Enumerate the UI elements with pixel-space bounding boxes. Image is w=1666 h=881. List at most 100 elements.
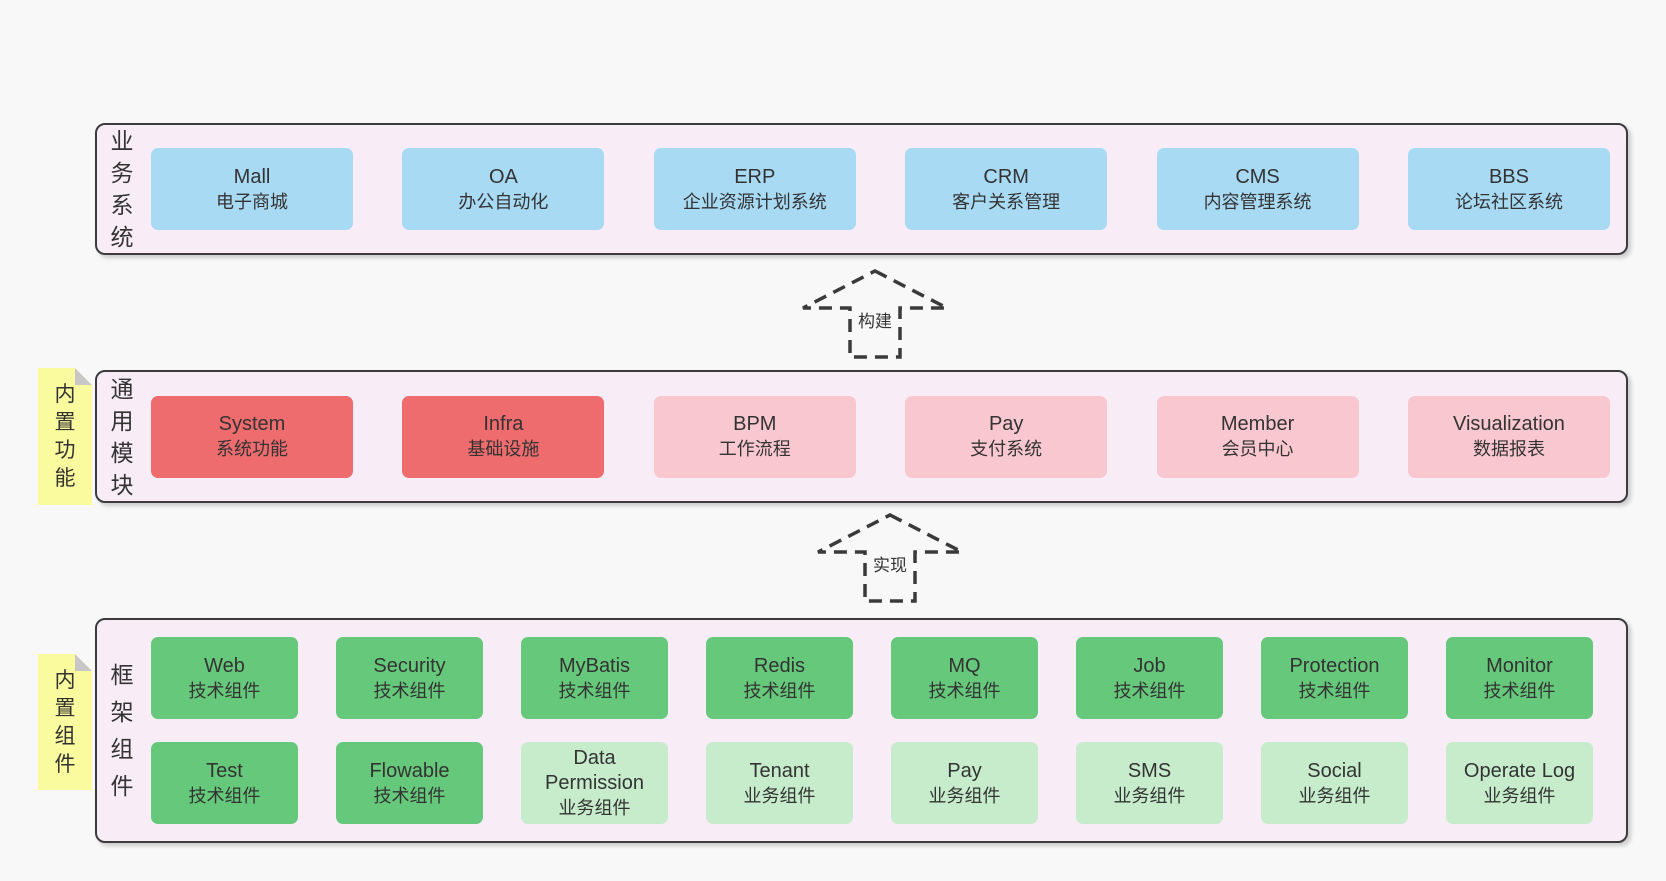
- sticky-label: 内置组件: [54, 669, 76, 776]
- box-job: Job 技术组件: [1076, 637, 1223, 719]
- box-monitor: Monitor 技术组件: [1446, 637, 1593, 719]
- box-pay: Pay 支付系统: [905, 395, 1108, 478]
- dashed-up-arrow-icon: [817, 513, 963, 603]
- sticky-note-built-in-features: 内置功能: [38, 368, 92, 505]
- box-title: SMS: [1127, 759, 1172, 782]
- box-subtitle: 会员中心: [1221, 439, 1294, 459]
- box-subtitle: 业务组件: [1113, 785, 1186, 806]
- box-bpm: BPM 工作流程: [653, 395, 856, 478]
- box-title: Security: [373, 654, 446, 677]
- box-title: Redis: [753, 654, 806, 677]
- arrow-build: 构建: [800, 268, 950, 360]
- box-title: MQ: [948, 654, 981, 677]
- business-systems-boxes: Mall 电子商城 OA 办公自动化 ERP 企业资源计划系统 CRM 客户关系…: [139, 125, 1626, 253]
- sticky-note-built-in-components: 内置组件: [38, 654, 92, 790]
- box-cms: CMS 内容管理系统: [1156, 148, 1359, 230]
- box-tenant: Tenant 业务组件: [706, 742, 853, 824]
- box-title: BBS: [1488, 165, 1529, 188]
- box-subtitle: 技术组件: [743, 680, 816, 701]
- box-title: Test: [206, 759, 243, 782]
- sticky-label: 内置功能: [54, 383, 76, 490]
- box-test: Test 技术组件: [151, 742, 298, 824]
- box-erp: ERP 企业资源计划系统: [653, 148, 856, 230]
- box-title: Flowable: [369, 759, 450, 782]
- box-subtitle: 技术组件: [558, 680, 631, 701]
- box-visualization: Visualization 数据报表: [1407, 395, 1610, 478]
- box-redis: Redis 技术组件: [706, 637, 853, 719]
- box-crm: CRM 客户关系管理: [905, 148, 1108, 230]
- box-title: Tenant: [749, 759, 810, 782]
- box-title: Web: [204, 654, 245, 677]
- box-subtitle: 技术组件: [373, 680, 446, 701]
- box-subtitle: 技术组件: [928, 680, 1001, 701]
- box-subtitle: 业务组件: [743, 785, 816, 806]
- box-mq: MQ 技术组件: [891, 637, 1038, 719]
- band-business-systems: 业务系统 Mall 电子商城 OA 办公自动化 ERP 企业资源计划系统 CRM…: [95, 123, 1628, 255]
- box-bbs: BBS 论坛社区系统: [1407, 148, 1610, 230]
- box-protection: Protection 技术组件: [1261, 637, 1408, 719]
- box-data-permission: Data Permission 业务组件: [521, 742, 668, 824]
- box-flowable: Flowable 技术组件: [336, 742, 483, 824]
- box-title: Pay: [988, 413, 1024, 435]
- box-subtitle: 企业资源计划系统: [682, 191, 827, 212]
- box-social: Social 业务组件: [1261, 742, 1408, 824]
- box-subtitle: 技术组件: [188, 680, 261, 701]
- box-title: BPM: [733, 413, 777, 435]
- box-subtitle: 业务组件: [1483, 785, 1556, 806]
- box-sms: SMS 业务组件: [1076, 742, 1223, 824]
- box-title: Job: [1133, 654, 1166, 677]
- box-title: Operate Log: [1463, 759, 1576, 782]
- box-subtitle: 论坛社区系统: [1454, 191, 1563, 212]
- box-security: Security 技术组件: [336, 637, 483, 719]
- box-subtitle: 技术组件: [1483, 680, 1556, 701]
- box-subtitle: 客户关系管理: [952, 191, 1061, 212]
- box-pay-business: Pay 业务组件: [891, 742, 1038, 824]
- box-infra: Infra 基础设施: [402, 395, 605, 478]
- box-title: Pay: [947, 759, 982, 782]
- band-label-framework-components: 框架组件: [110, 661, 134, 799]
- box-subtitle: 技术组件: [188, 785, 261, 806]
- box-subtitle: 工作流程: [718, 439, 791, 459]
- band-label-business-systems: 业务系统: [110, 128, 134, 250]
- box-title: Member: [1220, 413, 1295, 435]
- arrow-label-implement: 实现: [870, 550, 910, 577]
- box-subtitle: 业务组件: [928, 785, 1001, 806]
- box-title: Visualization: [1452, 413, 1565, 435]
- box-title: System: [218, 413, 286, 435]
- box-subtitle: 基础设施: [467, 439, 540, 459]
- box-title: Social: [1307, 759, 1362, 782]
- box-subtitle: 业务组件: [558, 798, 631, 818]
- band-framework-components: 框架组件 Web 技术组件 Security 技术组件 MyBatis 技术组件…: [95, 618, 1628, 843]
- dashed-up-arrow-icon: [802, 269, 948, 359]
- box-oa: OA 办公自动化: [402, 148, 605, 230]
- box-operate-log: Operate Log 业务组件: [1446, 742, 1593, 824]
- box-title: CRM: [983, 165, 1029, 188]
- band-common-modules: 通用模块 System 系统功能 Infra 基础设施 BPM 工作流程 Pay…: [95, 370, 1628, 503]
- box-subtitle: 系统功能: [216, 439, 288, 459]
- box-subtitle: 业务组件: [1298, 785, 1371, 806]
- arrow-label-build: 构建: [855, 306, 895, 333]
- box-mybatis: MyBatis 技术组件: [521, 637, 668, 719]
- box-subtitle: 技术组件: [373, 785, 446, 806]
- box-member: Member 会员中心: [1156, 395, 1359, 478]
- box-title: ERP: [734, 165, 776, 188]
- box-system: System 系统功能: [151, 395, 353, 478]
- box-title: OA: [488, 165, 518, 188]
- box-title: Data Permission: [545, 747, 644, 794]
- box-title: MyBatis: [558, 654, 631, 677]
- box-subtitle: 办公自动化: [458, 191, 549, 212]
- band-label-common-modules: 通用模块: [110, 375, 134, 498]
- box-title: Infra: [483, 413, 524, 435]
- box-title: Protection: [1289, 654, 1380, 677]
- box-title: CMS: [1235, 165, 1280, 188]
- framework-components-boxes: Web 技术组件 Security 技术组件 MyBatis 技术组件 Redi…: [139, 620, 1626, 841]
- arrow-implement: 实现: [815, 512, 965, 604]
- box-subtitle: 电子商城: [216, 191, 288, 212]
- box-web: Web 技术组件: [151, 637, 298, 719]
- box-subtitle: 数据报表: [1472, 439, 1545, 459]
- box-title: Monitor: [1486, 654, 1553, 677]
- common-modules-boxes: System 系统功能 Infra 基础设施 BPM 工作流程 Pay 支付系统…: [139, 372, 1626, 501]
- box-mall: Mall 电子商城: [151, 148, 353, 230]
- box-subtitle: 支付系统: [970, 439, 1043, 459]
- box-subtitle: 技术组件: [1298, 680, 1371, 701]
